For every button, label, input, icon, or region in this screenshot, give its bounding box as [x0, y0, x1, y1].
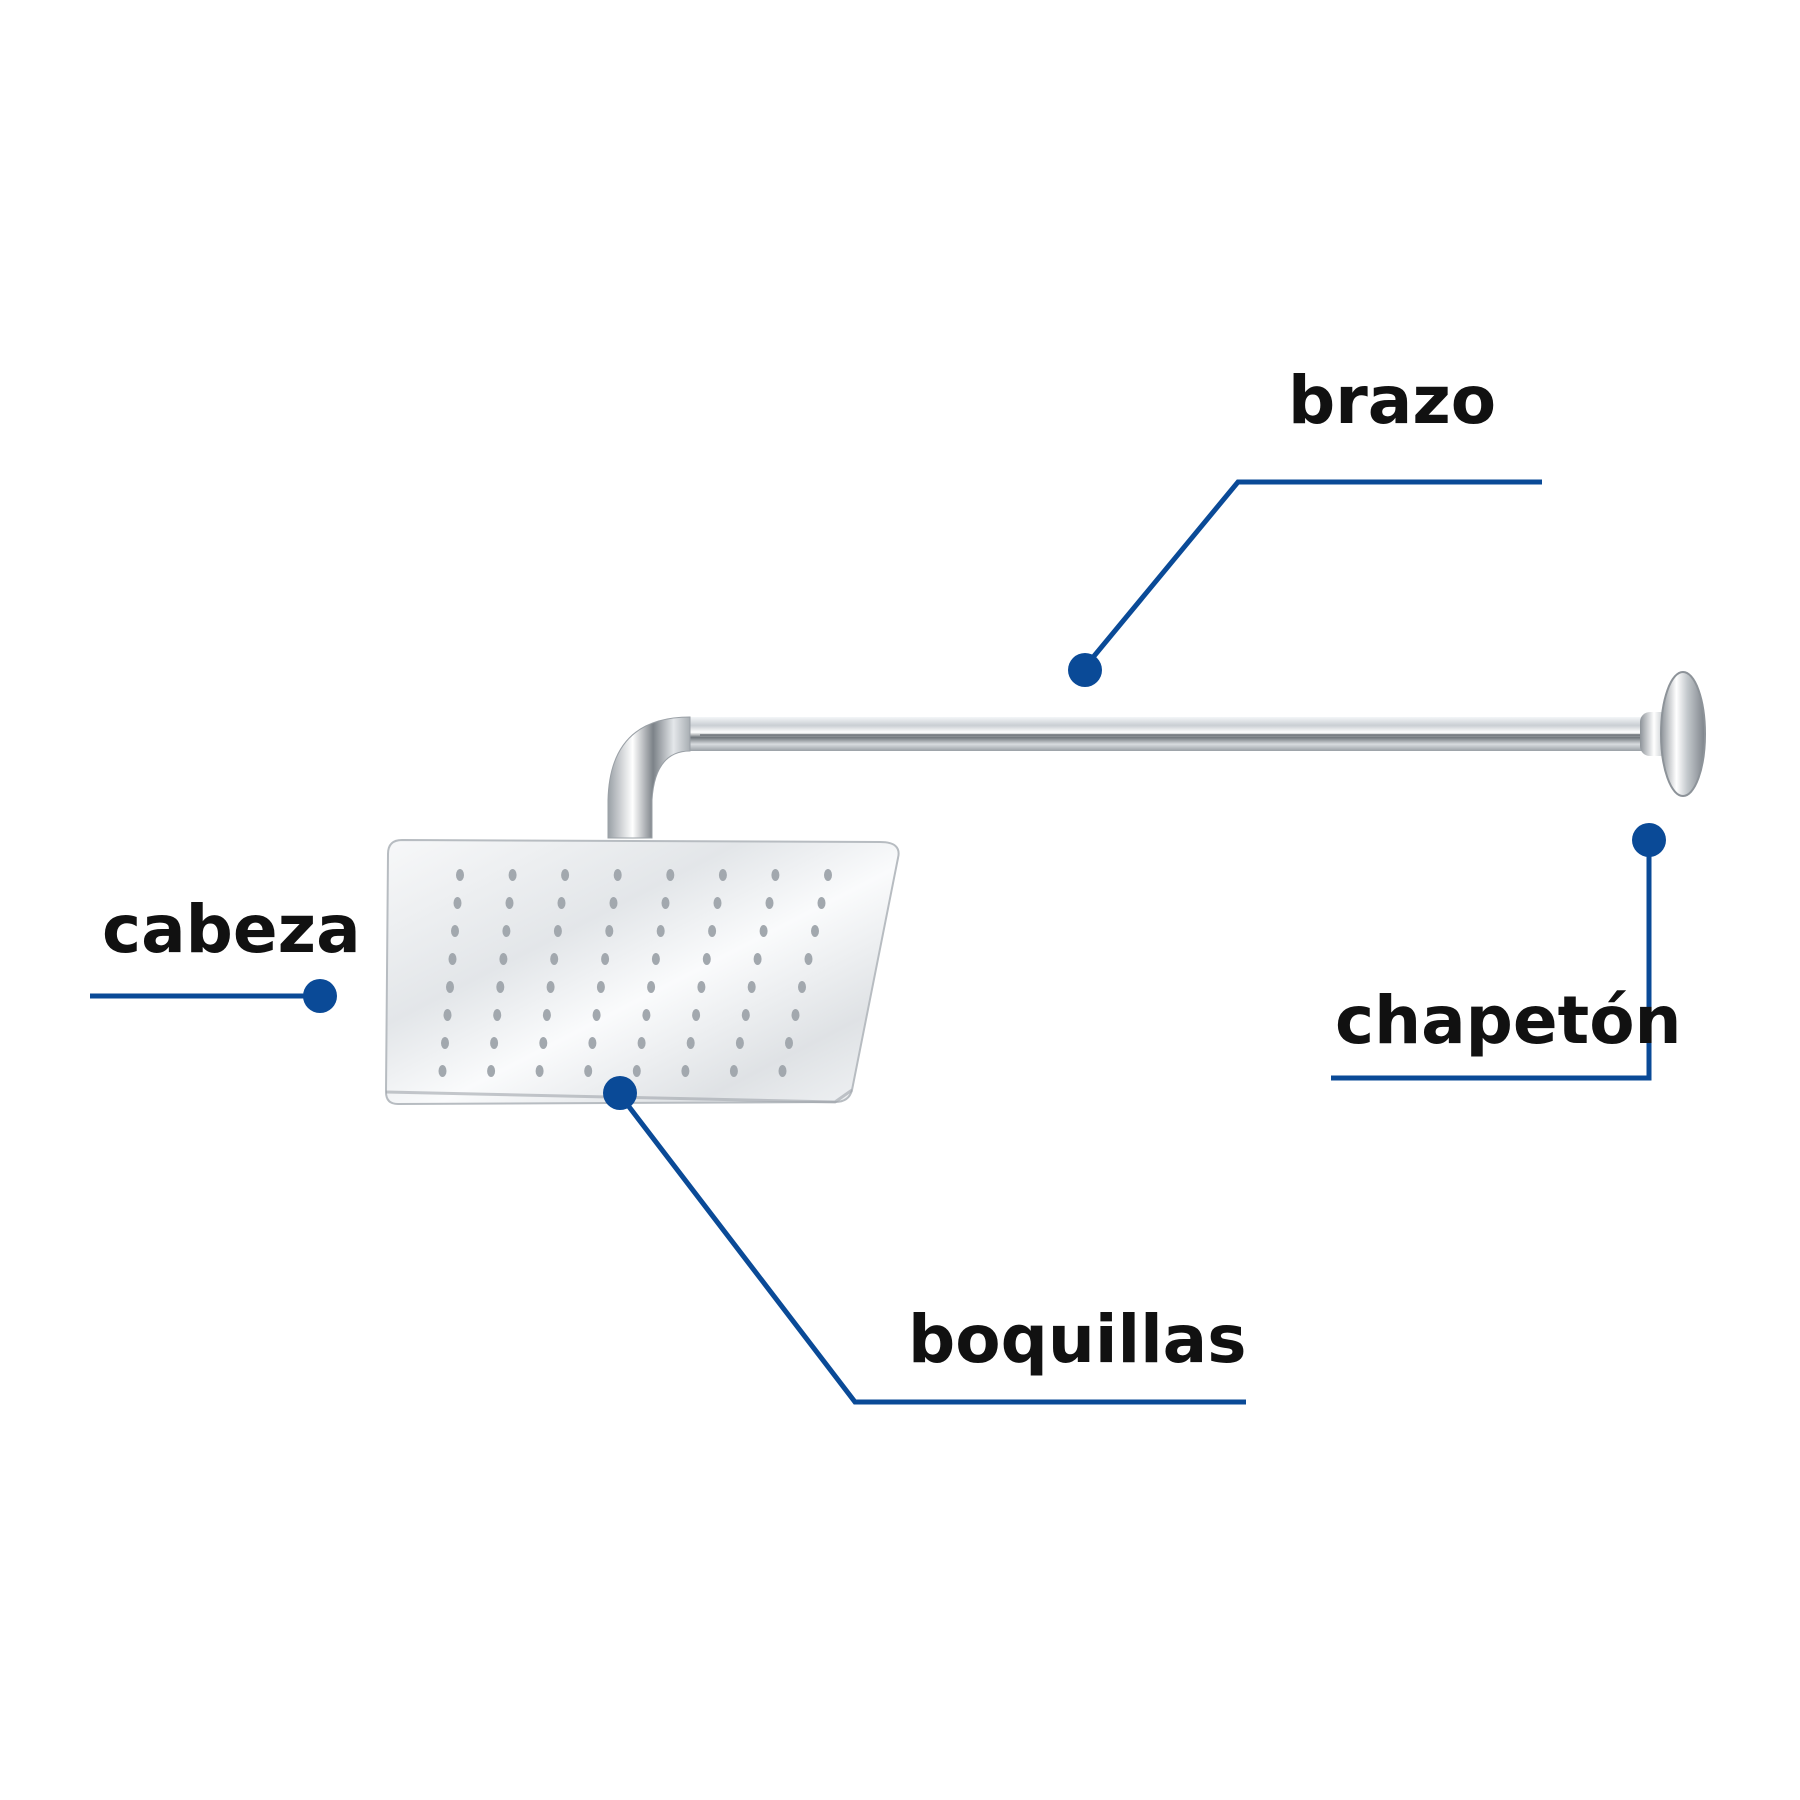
nozzle [811, 925, 819, 937]
nozzle [666, 869, 675, 881]
nozzle [493, 1009, 502, 1021]
nozzle [539, 1037, 548, 1049]
nozzle [592, 1009, 601, 1021]
nozzle [637, 1037, 646, 1049]
nozzle [798, 981, 806, 993]
nozzle [502, 925, 511, 937]
nozzle [446, 981, 454, 993]
nozzle [443, 1009, 452, 1021]
shower-head-with-arm-icon [384, 671, 1706, 1106]
nozzle [456, 869, 464, 881]
nozzle [508, 869, 517, 881]
nozzle [561, 869, 570, 881]
nozzle [804, 953, 813, 965]
label-brazo: brazo [1288, 362, 1496, 439]
nozzle [785, 1037, 793, 1049]
leader-boquillas [603, 1076, 1246, 1405]
nozzle [791, 1009, 800, 1021]
nozzle [697, 981, 706, 993]
nozzle [647, 981, 656, 993]
head-plate [384, 838, 900, 1106]
nozzle [753, 953, 762, 965]
nozzle [735, 1037, 744, 1049]
nozzle [708, 925, 717, 937]
nozzle [441, 1037, 449, 1049]
leader-brazo [1068, 479, 1542, 687]
nozzle [642, 1009, 651, 1021]
nozzle [448, 953, 457, 965]
nozzle [824, 869, 832, 881]
nozzle [778, 1065, 787, 1077]
nozzle [632, 1065, 641, 1077]
label-boquillas: boquillas [908, 1301, 1247, 1378]
nozzle [741, 1009, 750, 1021]
flange-plate [1660, 671, 1706, 797]
nozzle [535, 1065, 544, 1077]
nozzle [661, 897, 670, 909]
nozzle [596, 981, 605, 993]
nozzle [588, 1037, 597, 1049]
nozzle [765, 897, 774, 909]
arm-elbow [607, 716, 691, 839]
label-chapeton: chapetón [1335, 982, 1682, 1059]
nozzle [553, 925, 562, 937]
nozzle [490, 1037, 499, 1049]
nozzle [487, 1065, 496, 1077]
nozzle [681, 1065, 690, 1077]
nozzle [692, 1009, 701, 1021]
nozzle [771, 869, 780, 881]
nozzle [496, 981, 505, 993]
nozzle [613, 869, 622, 881]
nozzle [686, 1037, 695, 1049]
nozzle [609, 897, 618, 909]
nozzle [651, 953, 660, 965]
nozzle [546, 981, 555, 993]
nozzle [729, 1065, 738, 1077]
nozzle [453, 897, 462, 909]
nozzle [605, 925, 614, 937]
nozzle [451, 925, 459, 937]
nozzle-grid [438, 869, 832, 1077]
nozzle [713, 897, 722, 909]
nozzle [550, 953, 559, 965]
nozzle [759, 925, 768, 937]
leader-chapeton [1331, 823, 1666, 1081]
nozzle [499, 953, 508, 965]
nozzle [747, 981, 756, 993]
leader-cabeza [90, 979, 337, 1013]
nozzle [817, 897, 826, 909]
nozzle [656, 925, 665, 937]
nozzle [542, 1009, 551, 1021]
nozzle [718, 869, 727, 881]
label-cabeza: cabeza [102, 891, 361, 968]
nozzle [584, 1065, 593, 1077]
nozzle [702, 953, 711, 965]
nozzle [601, 953, 610, 965]
nozzle [557, 897, 566, 909]
nozzle [438, 1065, 447, 1077]
nozzle [505, 897, 514, 909]
